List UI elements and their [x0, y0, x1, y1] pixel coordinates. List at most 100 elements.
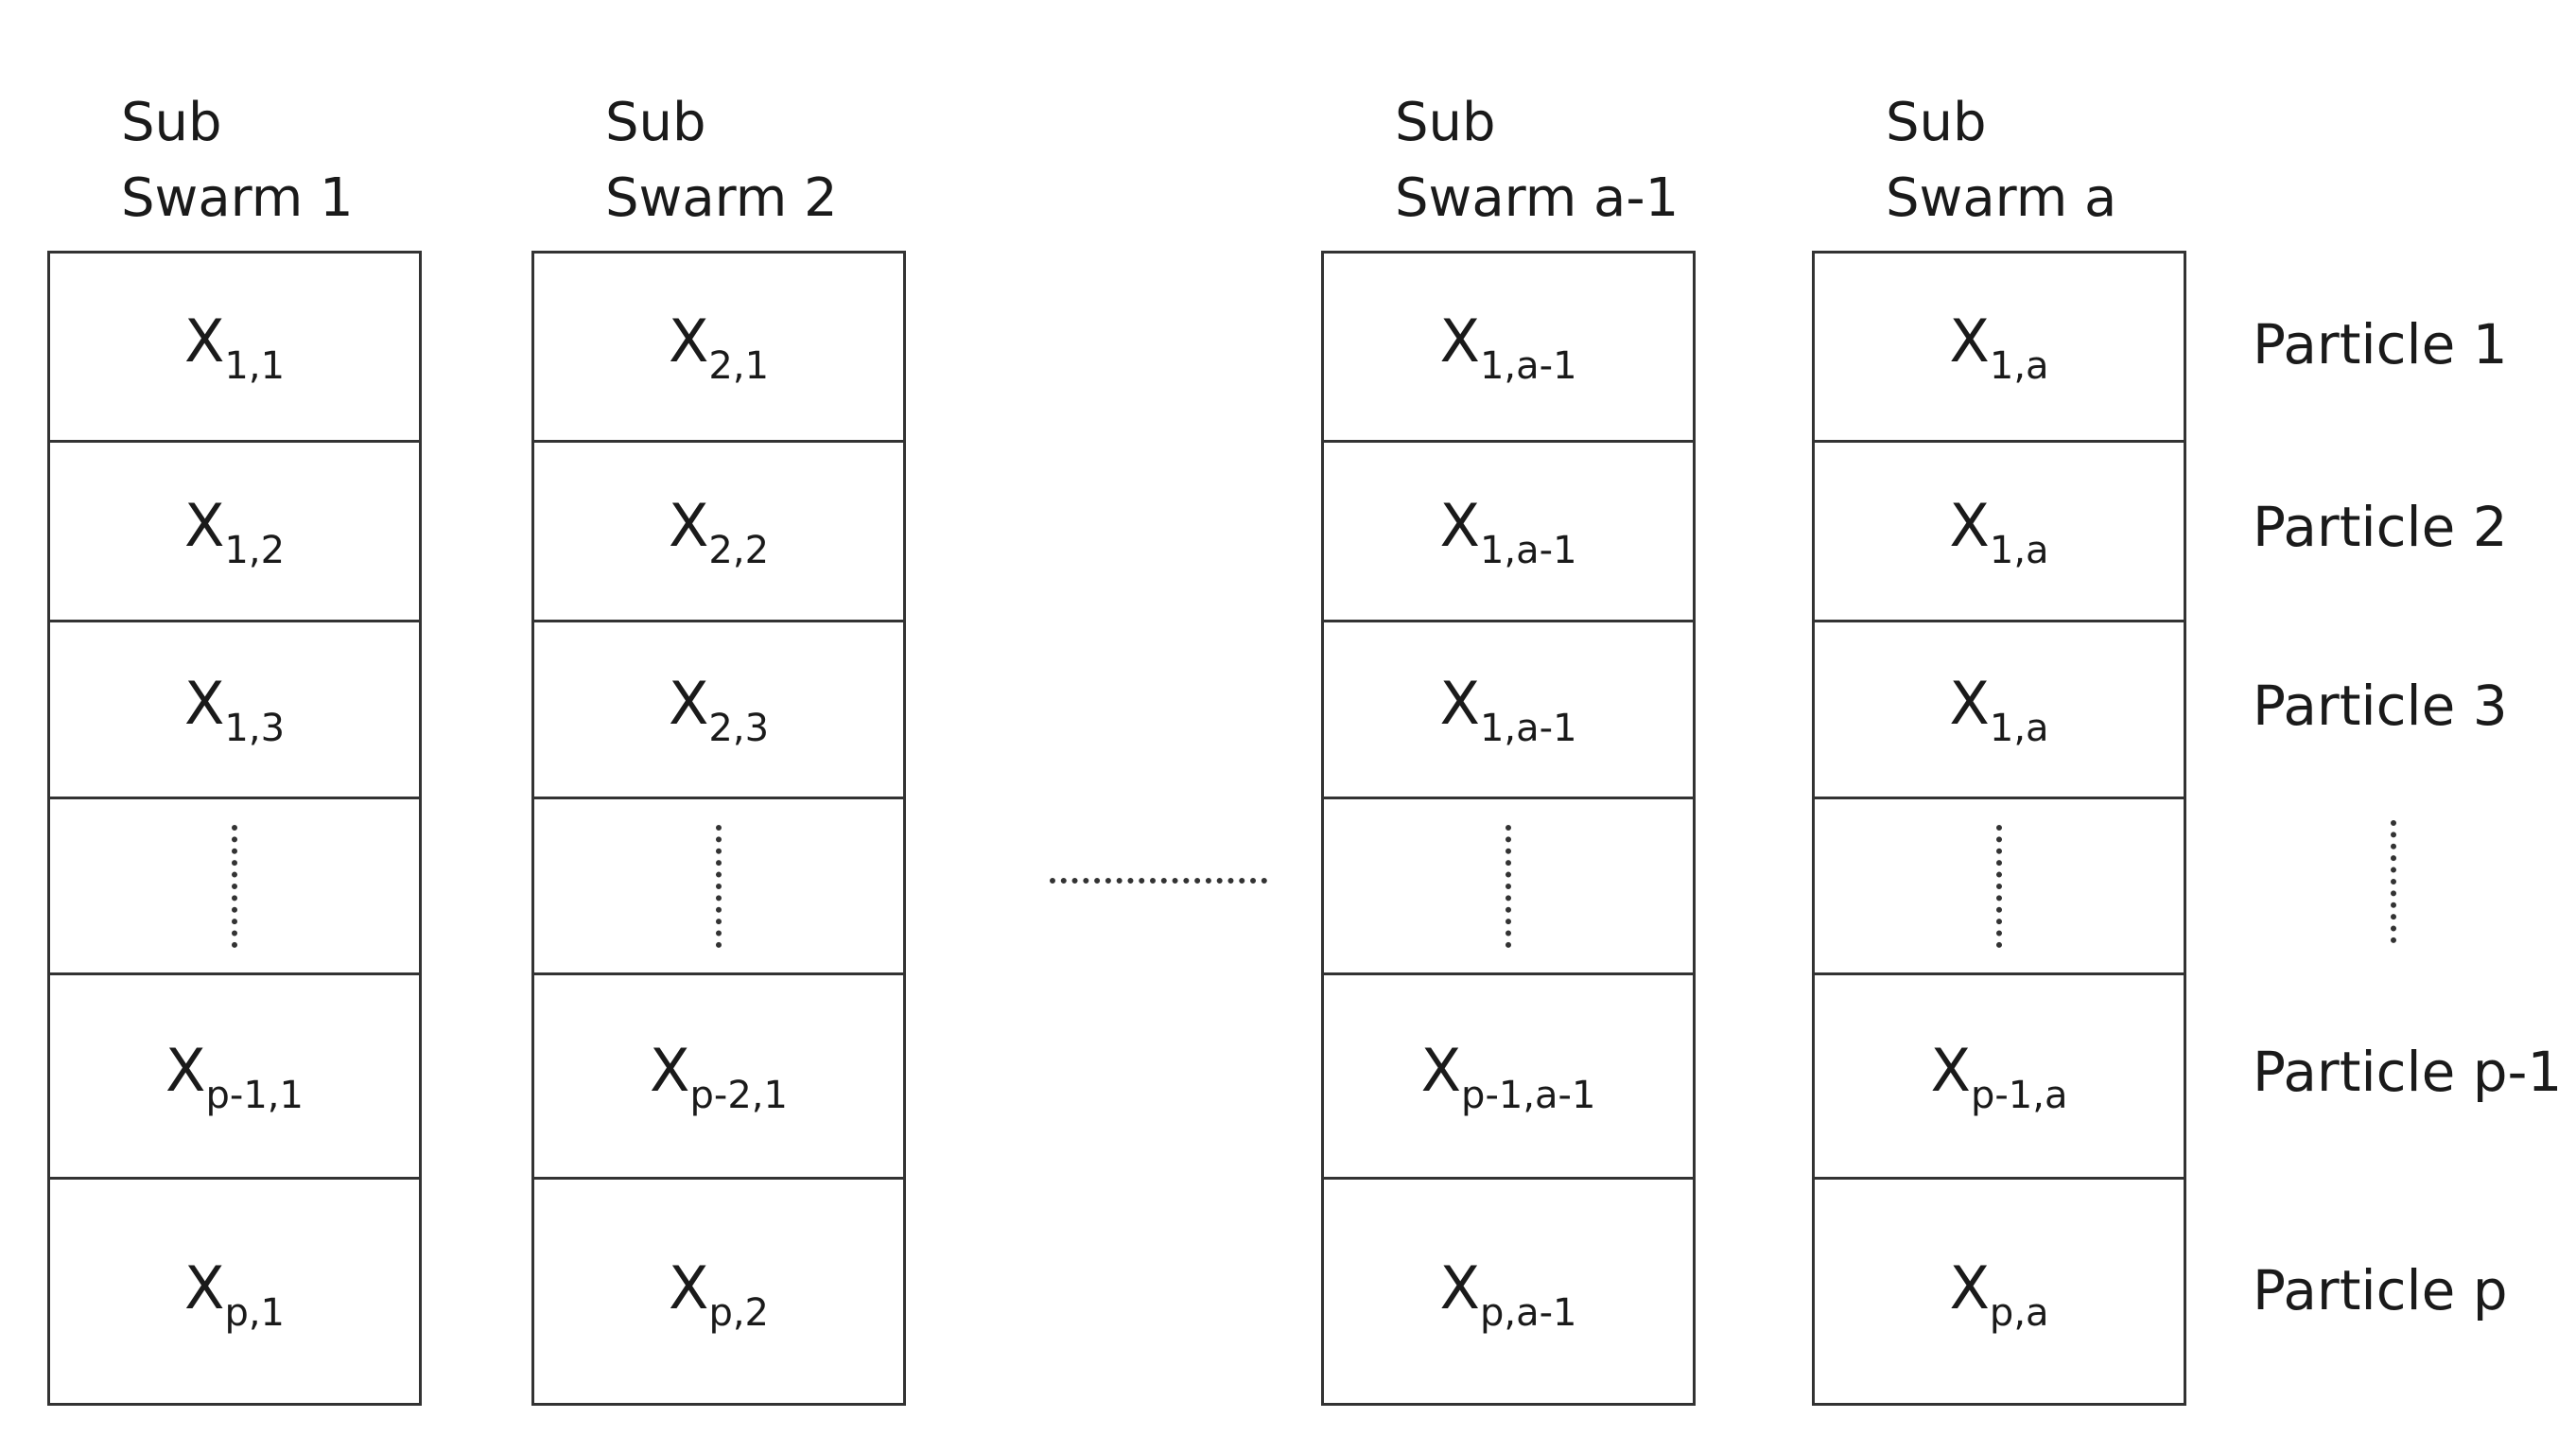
particle-cell: X2,2: [534, 440, 903, 620]
particle-position-label: X1,a-1: [1439, 306, 1576, 388]
particle-row-label: Particle p: [2253, 1257, 2508, 1322]
particle-position-label: X1,a: [1949, 491, 2048, 572]
vertical-ellipsis: [1996, 824, 2002, 948]
particle-cell: X2,1: [534, 254, 903, 440]
particle-cell: [1815, 797, 2184, 972]
particle-position-label: X1,2: [184, 491, 285, 572]
column-header-line: Sub: [1395, 92, 1496, 153]
position-symbol: X: [668, 1253, 709, 1322]
position-symbol: X: [1949, 306, 1990, 376]
particle-position-label: Xp,2: [669, 1253, 769, 1335]
column-header-line: Swarm 2: [605, 167, 838, 229]
position-subscript: 1,a: [1989, 528, 2049, 572]
particle-cell: X1,a-1: [1324, 254, 1693, 440]
particle-position-label: X1,a-1: [1439, 669, 1576, 750]
particle-position-label: X1,1: [184, 306, 285, 388]
horizontal-ellipsis: [1050, 878, 1267, 884]
vertical-ellipsis: [1506, 824, 1511, 948]
particle-cell: X1,a: [1815, 440, 2184, 620]
particle-cell: Xp-1,a-1: [1324, 972, 1693, 1177]
column-header-line: Sub: [605, 92, 706, 153]
particle-position-label: Xp,a: [1949, 1253, 2048, 1335]
position-symbol: X: [165, 1035, 206, 1105]
position-symbol: X: [1439, 1253, 1480, 1322]
particle-cell: X1,a: [1815, 620, 2184, 797]
position-symbol: X: [668, 306, 709, 376]
particle-cell: X1,3: [50, 620, 419, 797]
position-subscript: 1,a-1: [1479, 528, 1577, 572]
particle-cell: [1324, 797, 1693, 972]
particle-cell: Xp,1: [50, 1177, 419, 1409]
position-symbol: X: [668, 669, 709, 738]
position-symbol: X: [1949, 1253, 1990, 1322]
vertical-ellipsis: [232, 824, 237, 948]
position-subscript: p-1,1: [205, 1073, 304, 1117]
particle-cell: X1,2: [50, 440, 419, 620]
position-subscript: 2,2: [708, 528, 770, 572]
particle-row-label: Particle 1: [2253, 311, 2508, 377]
particle-cell: Xp-1,a: [1815, 972, 2184, 1177]
position-symbol: X: [1949, 490, 1990, 560]
particle-cell: X1,1: [50, 254, 419, 440]
particle-position-label: X2,2: [669, 491, 769, 572]
particle-position-label: X1,3: [184, 669, 285, 750]
position-subscript: 1,a-1: [1479, 343, 1577, 388]
particle-position-label: X2,3: [669, 669, 769, 750]
particle-row-label: Particle 3: [2253, 673, 2508, 738]
position-symbol: X: [1930, 1035, 1971, 1105]
particle-row-label: Particle p-1: [2253, 1040, 2563, 1104]
particle-cell: Xp,a-1: [1324, 1177, 1693, 1409]
position-symbol: X: [183, 1253, 225, 1322]
position-subscript: 2,3: [708, 707, 770, 750]
column-header-line: Swarm 1: [121, 167, 354, 229]
particle-cell: Xp-1,1: [50, 972, 419, 1177]
position-symbol: X: [183, 306, 225, 376]
position-symbol: X: [183, 490, 225, 560]
particle-position-label: X2,1: [669, 306, 769, 388]
particle-position-label: Xp-1,a-1: [1421, 1036, 1596, 1117]
position-subscript: p,a: [1989, 1291, 2049, 1335]
particle-position-label: Xp-1,1: [165, 1036, 304, 1117]
particle-position-label: Xp,1: [184, 1253, 285, 1335]
position-subscript: 1,3: [224, 707, 286, 750]
particle-cell: X1,a-1: [1324, 620, 1693, 797]
position-symbol: X: [650, 1035, 690, 1105]
position-symbol: X: [668, 490, 709, 560]
position-symbol: X: [183, 669, 225, 738]
particle-cell: [534, 797, 903, 972]
position-symbol: X: [1439, 306, 1480, 376]
position-subscript: p,a-1: [1479, 1291, 1577, 1335]
position-subscript: 1,2: [224, 528, 286, 572]
column-header-line: Swarm a: [1886, 167, 2117, 229]
column-header-line: Sub: [121, 92, 222, 153]
particle-position-label: X1,a-1: [1439, 491, 1576, 572]
particle-position-label: Xp,a-1: [1440, 1253, 1577, 1335]
particle-position-label: X1,a: [1949, 669, 2048, 750]
vertical-ellipsis: [716, 824, 722, 948]
particle-position-label: X1,a: [1949, 306, 2048, 388]
position-subscript: 2,1: [708, 343, 770, 388]
position-subscript: p,1: [224, 1291, 286, 1335]
particle-position-label: Xp-1,a: [1931, 1036, 2068, 1117]
position-subscript: 1,a-1: [1479, 707, 1577, 750]
position-symbol: X: [1420, 1035, 1462, 1105]
position-subscript: 1,a: [1989, 707, 2049, 750]
particle-cell: X1,a-1: [1324, 440, 1693, 620]
particle-cell: X1,a: [1815, 254, 2184, 440]
particle-cell: X2,3: [534, 620, 903, 797]
position-subscript: 1,1: [224, 343, 286, 388]
particle-row-label: Particle 2: [2253, 495, 2508, 559]
position-symbol: X: [1439, 669, 1480, 738]
particle-cell: Xp,a: [1815, 1177, 2184, 1409]
position-symbol: X: [1439, 490, 1480, 560]
position-symbol: X: [1949, 669, 1990, 738]
